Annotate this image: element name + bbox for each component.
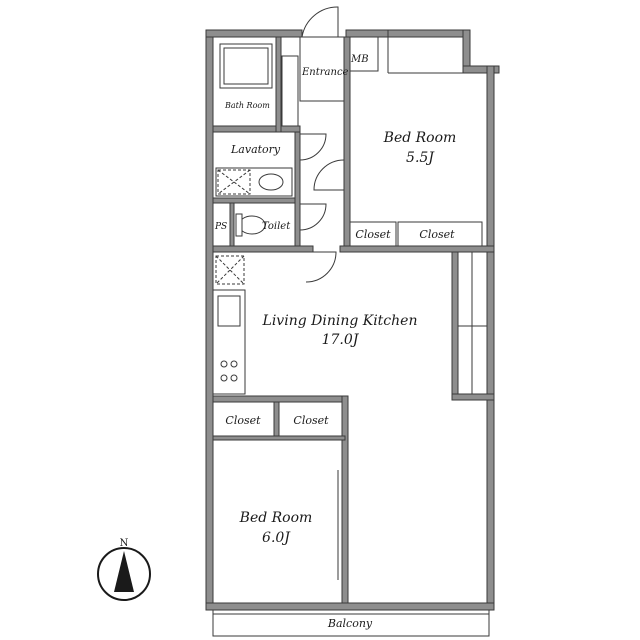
closet-1-label: Closet	[355, 228, 391, 241]
compass-north-label: N	[120, 538, 129, 549]
closet-3-label: Closet	[225, 414, 261, 427]
fixtures	[212, 43, 293, 395]
labels: Entrance MB Bath Room Lavatory Toilet PS…	[214, 54, 456, 630]
bed-room-2-size: 6.0J	[262, 530, 291, 546]
interior-walls	[212, 36, 495, 604]
bed-room-1-name: Bed Room	[383, 130, 457, 146]
balcony-area	[212, 609, 490, 637]
bed-room-2-name: Bed Room	[239, 510, 313, 526]
closet-4-label: Closet	[293, 414, 329, 427]
north-compass-icon: N	[97, 538, 151, 601]
lavatory-label: Lavatory	[230, 143, 281, 156]
door-swings	[299, 133, 345, 283]
outer-walls	[205, 29, 500, 611]
balcony-label: Balcony	[327, 617, 373, 630]
ps-label: PS	[214, 222, 227, 232]
closet-2-label: Closet	[419, 228, 455, 241]
entrance-label: Entrance	[301, 67, 349, 78]
top-window	[387, 30, 463, 74]
bed-room-1-size: 5.5J	[406, 150, 435, 166]
bath-room-label: Bath Room	[224, 101, 270, 110]
mb-label: MB	[350, 54, 369, 65]
entrance-area	[281, 6, 345, 127]
toilet-label: Toilet	[262, 221, 291, 232]
ldk-name: Living Dining Kitchen	[262, 313, 418, 329]
ldk-size: 17.0J	[322, 332, 360, 348]
